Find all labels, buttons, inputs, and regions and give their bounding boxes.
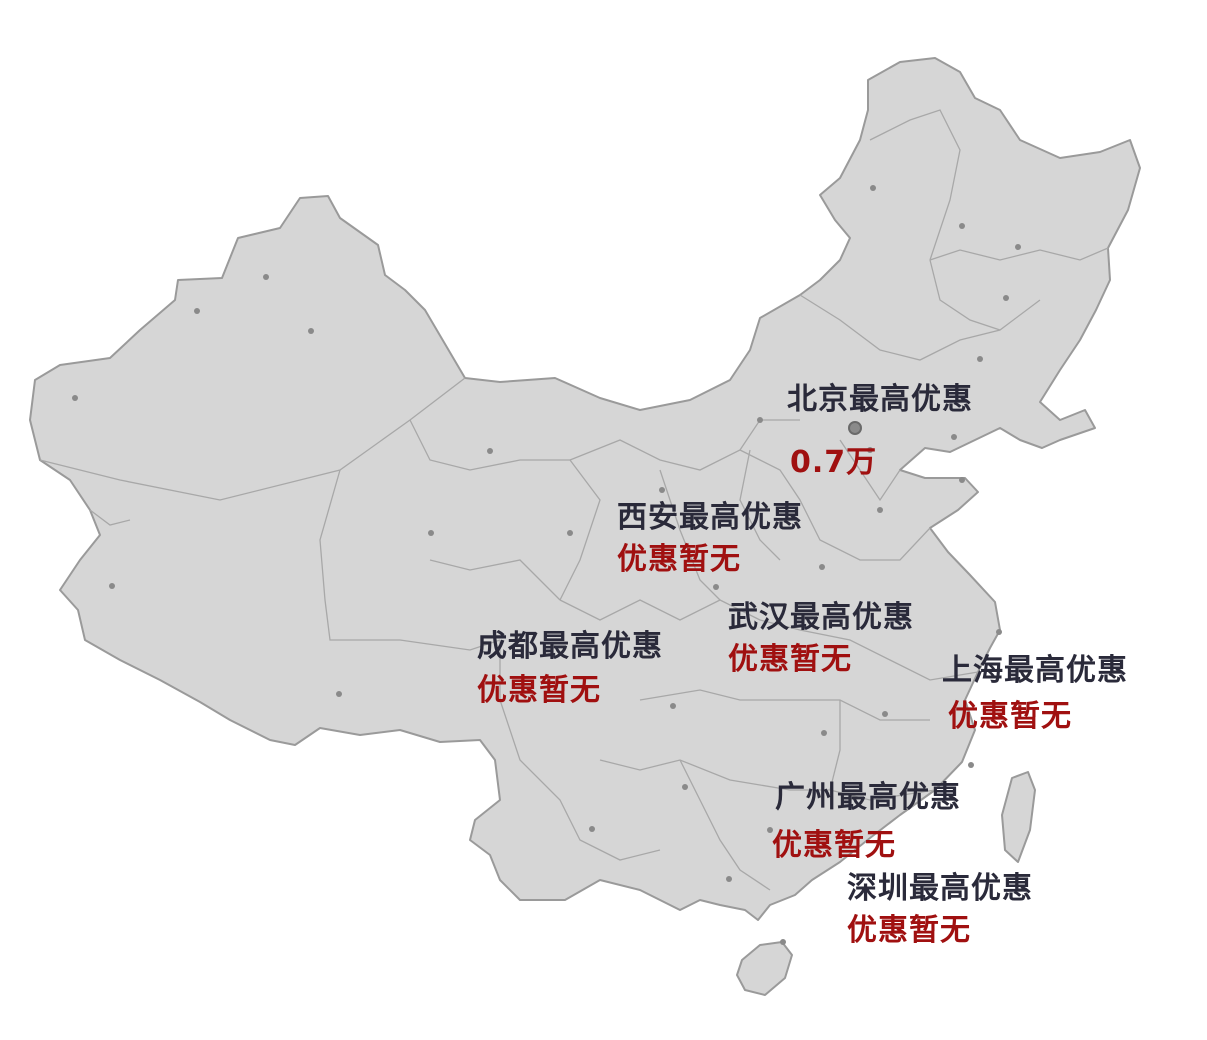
city-dot [194,308,200,314]
chengdu-title: 成都最高优惠 [477,629,663,664]
city-dot [882,711,888,717]
city-dot [767,827,773,833]
city-dot [968,762,974,768]
city-dot [682,784,688,790]
beijing-title: 北京最高优惠 [787,382,973,417]
guangzhou-title: 广州最高优惠 [775,780,961,815]
city-dot [589,826,595,832]
shanghai-discount: 优惠暂无 [948,699,1072,734]
city-dot [977,356,983,362]
city-dot [670,703,676,709]
city-dot [821,730,827,736]
city-dot [336,691,342,697]
chengdu-discount: 优惠暂无 [477,673,601,708]
city-dot [726,876,732,882]
city-dot [757,417,763,423]
beijing-capital-dot [848,421,862,435]
city-dot [870,185,876,191]
city-dot [567,530,573,536]
city-dot [109,583,115,589]
city-dot [487,448,493,454]
province-borders [39,109,1109,891]
city-dot [72,395,78,401]
city-dot [780,939,786,945]
city-dot [877,507,883,513]
city-dot [428,530,434,536]
city-dot [1015,244,1021,250]
city-dot [819,564,825,570]
city-dot [959,223,965,229]
city-dot [713,584,719,590]
city-dots [72,185,1021,945]
city-dot [867,447,873,453]
city-dot [951,434,957,440]
city-dot [659,487,665,493]
wuhan-title: 武汉最高优惠 [728,600,914,635]
hainan-island [736,941,793,996]
city-dot [996,629,1002,635]
city-dot [263,274,269,280]
mainland-region [29,57,1141,921]
xian-title: 西安最高优惠 [617,500,803,535]
shenzhen-discount: 优惠暂无 [847,913,971,948]
city-dot [1003,295,1009,301]
taiwan-island [1001,771,1036,863]
city-dot [308,328,314,334]
beijing-discount: 0.7万 [790,445,878,480]
shanghai-title: 上海最高优惠 [942,653,1128,688]
wuhan-discount: 优惠暂无 [728,642,852,677]
guangzhou-discount: 优惠暂无 [772,828,896,863]
xian-discount: 优惠暂无 [617,542,741,577]
city-dot [959,477,965,483]
shenzhen-title: 深圳最高优惠 [847,871,1033,906]
